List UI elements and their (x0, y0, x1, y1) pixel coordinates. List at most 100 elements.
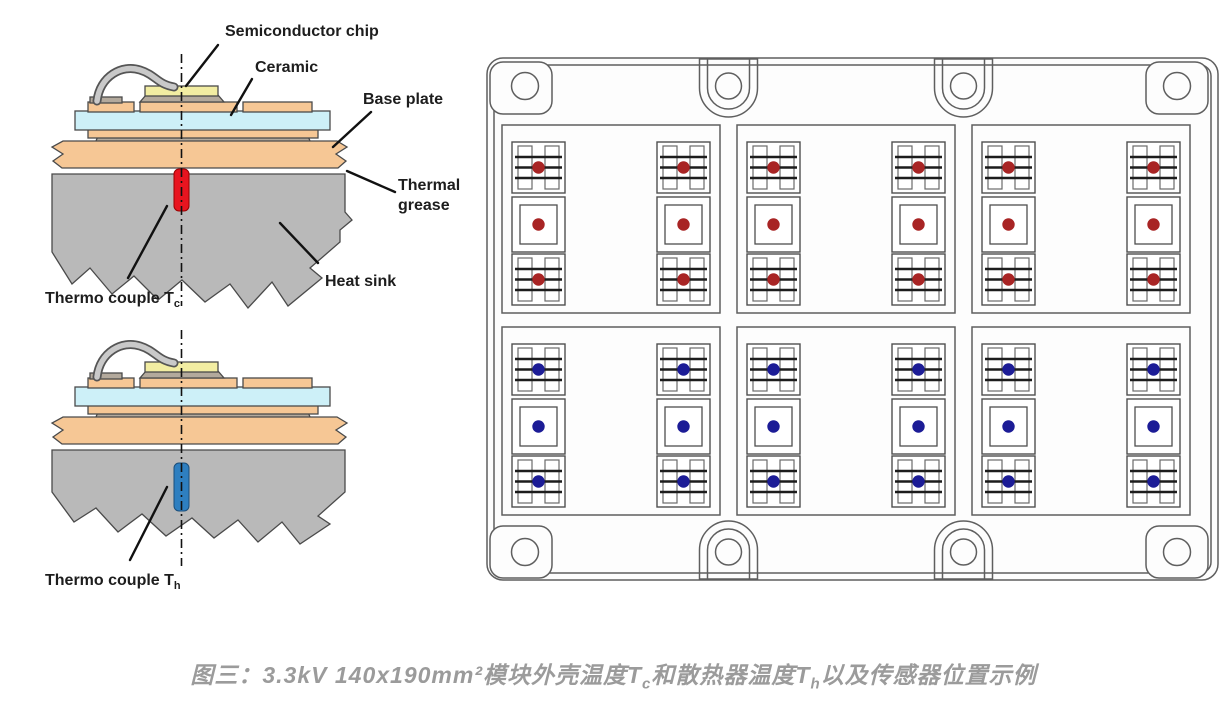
sensor-dot (1002, 363, 1015, 376)
bond-wire (94, 341, 177, 380)
substrate-border (736, 124, 956, 314)
ceramic-shape (74, 386, 331, 407)
sensor-dot (912, 420, 925, 433)
sensor-dot (912, 363, 925, 376)
figure-caption: 图三：3.3kV 140x190mm²模块外壳温度Tc和散热器温度Th以及传感器… (0, 656, 1227, 693)
label-semiconductor-chip: Semiconductor chip (225, 23, 379, 40)
substrate-section (736, 124, 956, 314)
leader-line (128, 485, 169, 562)
sensor-dot (912, 273, 925, 286)
label-base-plate: Base plate (363, 91, 443, 108)
label-thermo-couple-th: Thermo couple Th (45, 572, 181, 592)
copper-trace (139, 101, 238, 113)
label-ceramic: Ceramic (255, 59, 318, 76)
caption-sub-h: h (810, 675, 821, 693)
sensor-dot (532, 475, 545, 488)
sensor-dot (677, 273, 690, 286)
ceramic-shape (74, 110, 331, 131)
copper-trace (242, 101, 313, 113)
sensor-dot (532, 161, 545, 174)
mounting-hole (1162, 71, 1192, 101)
mounting-hole (949, 72, 978, 100)
sensor-dot (677, 475, 690, 488)
sensor-dot (767, 161, 780, 174)
substrate-section (501, 326, 721, 516)
substrate-section (971, 326, 1191, 516)
sensor-dot (912, 218, 925, 231)
label-heat-sink: Heat sink (325, 273, 396, 290)
sensor-dot (1002, 420, 1015, 433)
wire-pad (89, 96, 123, 104)
caption-text: 图三：3.3kV 140x190mm²模块外壳温度T (190, 662, 643, 688)
substrate-sections (501, 124, 1191, 516)
sensor-dot (677, 420, 690, 433)
sensor-dot (532, 363, 545, 376)
sensor-dot (532, 420, 545, 433)
substrate-border (971, 326, 1191, 516)
cross-section-tc: Semiconductor chip Ceramic Base plate Th… (45, 23, 460, 310)
base-plate-shape (50, 416, 349, 445)
mounting-tab (933, 520, 994, 580)
caption-sub-c: c (642, 675, 652, 693)
sensor-dot (1147, 363, 1160, 376)
sensor-dot (767, 363, 780, 376)
heat-sink-shape (51, 449, 346, 545)
bond-wire (94, 65, 177, 104)
sensor-dot (677, 363, 690, 376)
sensor-dot (532, 218, 545, 231)
label-thermal-grease-2: grease (398, 197, 450, 214)
copper-trace (242, 377, 313, 389)
base-plate-shape (50, 140, 349, 169)
substrate-section (971, 124, 1191, 314)
sensor-dot (767, 420, 780, 433)
label-thermal-grease-1: Thermal (398, 177, 460, 194)
mounting-ear (1145, 525, 1209, 579)
substrate-border (736, 326, 956, 516)
leader-line (278, 221, 320, 265)
sensor-dot (767, 273, 780, 286)
sensor-dot (1147, 218, 1160, 231)
mounting-hole (949, 538, 978, 566)
mounting-hole (714, 538, 743, 566)
copper-trace (139, 377, 238, 389)
diode-inner (664, 406, 703, 447)
substrate-border (501, 124, 721, 314)
mounting-ear (1145, 61, 1209, 115)
mounting-ear (489, 525, 553, 579)
cross-section-panel: Semiconductor chip Ceramic Base plate Th… (45, 23, 460, 592)
substrate-section (736, 326, 956, 516)
wire-pad (89, 372, 123, 380)
module-outline-outer (486, 57, 1219, 581)
leader-line (184, 43, 220, 88)
module-outline-inner (493, 64, 1212, 574)
sensor-dot (1002, 218, 1015, 231)
caption-text: 和散热器温度T (651, 662, 811, 688)
sensor-dot (1147, 273, 1160, 286)
mounting-hole (714, 72, 743, 100)
module-top-view (486, 57, 1219, 581)
label-thermo-couple-tc: Thermo couple Tc (45, 290, 180, 310)
heat-sink-shape (51, 173, 353, 310)
substrate-border (971, 124, 1191, 314)
mounting-tab (698, 58, 759, 118)
sensor-dot (677, 161, 690, 174)
mounting-hole (510, 71, 540, 101)
mounting-ear (489, 61, 553, 115)
sensor-dot (1147, 475, 1160, 488)
cross-section-th: Thermo couple Th (45, 330, 349, 592)
mounting-hole (1162, 537, 1192, 567)
sensor-dot (767, 218, 780, 231)
sensor-dot (912, 475, 925, 488)
sensor-dot (677, 218, 690, 231)
sensor-dot (1002, 475, 1015, 488)
sensor-dot (1002, 273, 1015, 286)
caption-text: 以及传感器位置示例 (820, 662, 1037, 688)
mounting-tab (698, 520, 759, 580)
substrate-border (501, 326, 721, 516)
sensor-dot (1147, 161, 1160, 174)
leader-line (229, 77, 254, 117)
mounting-hole (510, 537, 540, 567)
mounting-tab (933, 58, 994, 118)
sensor-dot (1147, 420, 1160, 433)
